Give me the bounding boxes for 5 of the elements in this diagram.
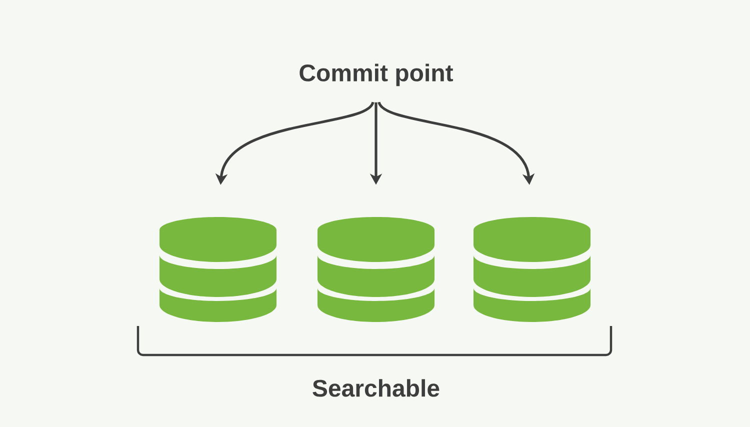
database-cylinder — [160, 217, 276, 322]
database-cylinder — [474, 217, 590, 322]
heading-text: Commit point — [300, 64, 454, 86]
caption-text: Searchable — [312, 379, 440, 397]
database-cylinder — [318, 217, 434, 322]
